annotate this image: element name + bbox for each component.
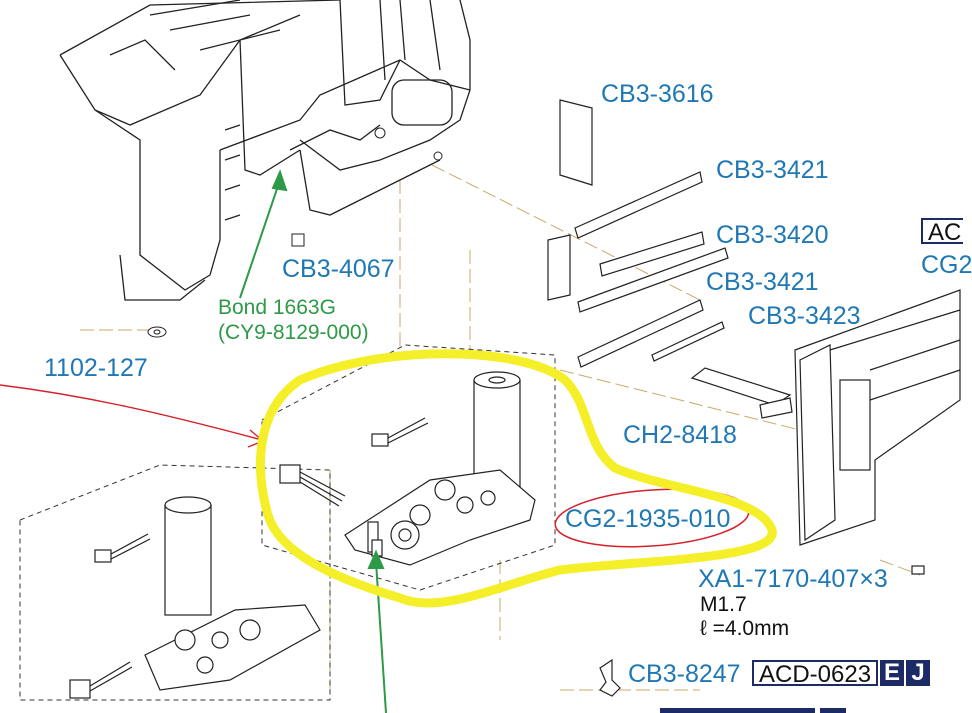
label-cb3-8247: CB3-8247	[628, 660, 741, 688]
flat-strip-parts	[547, 99, 793, 419]
red-annotation-arrow	[0, 384, 265, 448]
bond-leader-arrow	[239, 169, 288, 299]
ref-code-cut: AC	[921, 218, 964, 246]
clip-part	[599, 658, 621, 697]
circuit-board-assembly	[794, 289, 961, 575]
label-length: ℓ =4.0mm	[700, 617, 790, 640]
label-cb3-3423: CB3-3423	[748, 302, 861, 330]
ref-box-cut: AC	[921, 218, 964, 246]
label-cb3-3616: CB3-3616	[601, 80, 714, 108]
assembly-outline-boxes	[19, 344, 556, 701]
frame-small-parts	[147, 127, 443, 338]
label-xa1-7170-407: XA1-7170-407×3	[698, 565, 888, 593]
label-ch2-8418: CH2-8418	[623, 421, 737, 449]
dashed-leader-lines	[80, 164, 921, 700]
camera-body-frame	[59, 0, 471, 301]
ref-box-acd-0623: ACD-0623 E J	[752, 660, 931, 688]
lower-motor-assembly	[69, 496, 321, 699]
label-1102-127: 1102-127	[44, 354, 148, 382]
upper-motor-assembly	[279, 371, 536, 566]
label-cg2-1935-010: CG2-1935-010	[565, 505, 731, 533]
yellow-highlight-loop	[256, 349, 777, 608]
label-bond-partno: (CY9-8129-000)	[218, 321, 369, 344]
ref-code: ACD-0623	[752, 660, 879, 688]
label-cb3-3421-b: CB3-3421	[706, 268, 819, 296]
bottom-ref-bar-tag	[820, 708, 846, 713]
bottom-ref-bar	[660, 708, 815, 713]
ref-tag-j: J	[906, 660, 931, 686]
label-bond-1663g: Bond 1663G	[218, 296, 336, 319]
label-cg2-cut: CG2	[921, 251, 972, 279]
label-cb3-3421-a: CB3-3421	[716, 156, 829, 184]
ref-tag-e: E	[880, 660, 905, 686]
label-m1-7: M1.7	[700, 593, 747, 616]
label-cb3-4067: CB3-4067	[282, 255, 395, 283]
label-cb3-3420: CB3-3420	[716, 221, 829, 249]
